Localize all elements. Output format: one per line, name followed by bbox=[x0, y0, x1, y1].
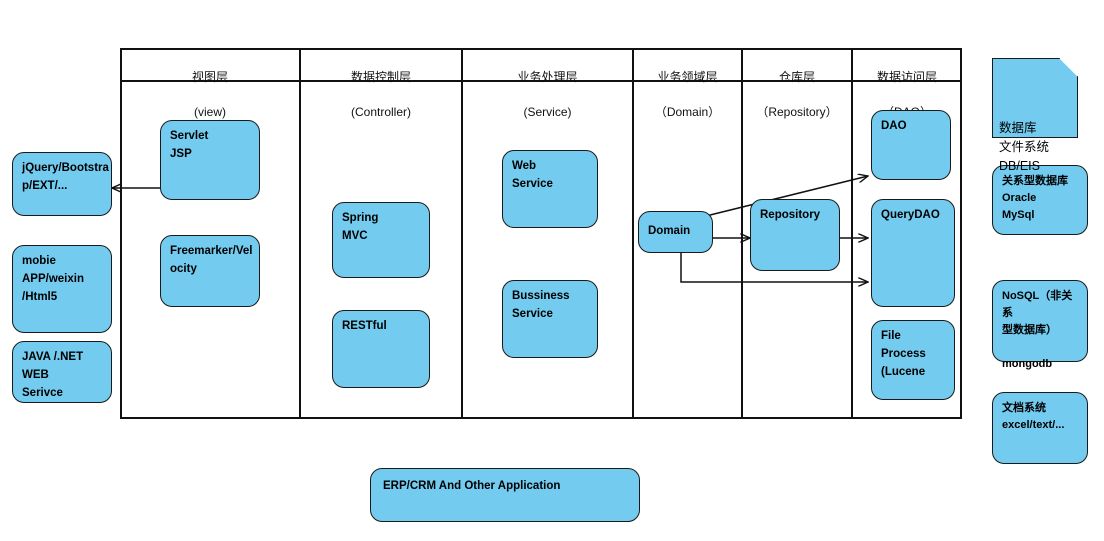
layer-header-controller-cn: 数据控制层 bbox=[350, 70, 411, 85]
node-query-dao[interactable]: QueryDAO bbox=[871, 199, 955, 307]
layer-header-service-cn: 业务处理层 bbox=[517, 70, 578, 85]
client-box-service-client[interactable]: JAVA /.NET WEB Serivce bbox=[12, 341, 112, 403]
node-file-process[interactable]: File Process (Lucene bbox=[871, 320, 955, 400]
client-box-mobile-client[interactable]: mobie APP/weixin /Html5 bbox=[12, 245, 112, 333]
grid-divider-1 bbox=[299, 48, 301, 419]
layer-header-service: 业务处理层 (Service) bbox=[463, 52, 632, 122]
node-erp-crm[interactable]: ERP/CRM And Other Application bbox=[370, 468, 640, 522]
layer-header-service-en: (Service) bbox=[523, 105, 572, 120]
layer-header-view-cn: 视图层 bbox=[191, 70, 228, 85]
layer-header-controller-en: (Controller) bbox=[350, 105, 411, 120]
layer-header-controller: 数据控制层 (Controller) bbox=[301, 52, 461, 122]
node-restful[interactable]: RESTful bbox=[332, 310, 430, 388]
node-servlet-jsp[interactable]: Servlet JSP bbox=[160, 120, 260, 200]
grid-divider-5 bbox=[851, 48, 853, 419]
note-sheet bbox=[992, 58, 1078, 138]
storage-note-database[interactable]: 数据库 文件系统 DB/EIS bbox=[992, 58, 1078, 173]
layer-header-view-en: (view) bbox=[194, 105, 226, 120]
storage-note-database-label: 数据库 文件系统 DB/EIS bbox=[999, 121, 1050, 173]
layer-header-repository: 仓库层 （Repository） bbox=[743, 52, 851, 122]
node-bussiness-service[interactable]: Bussiness Service bbox=[502, 280, 598, 358]
node-web-service[interactable]: Web Service bbox=[502, 150, 598, 228]
grid-divider-2 bbox=[461, 48, 463, 419]
client-box-web-client[interactable]: jQuery/Bootstra p/EXT/... bbox=[12, 152, 112, 216]
grid-divider-3 bbox=[632, 48, 634, 419]
layer-grid bbox=[120, 48, 962, 419]
node-spring-mvc[interactable]: Spring MVC bbox=[332, 202, 430, 278]
storage-box-nosql[interactable]: NoSQL（非关系 型数据库） mongodb bbox=[992, 280, 1088, 370]
layer-header-dao-cn: 数据访问层 bbox=[876, 70, 937, 85]
storage-box-docstore[interactable]: 文档系统 excel/text/... bbox=[992, 392, 1088, 464]
node-repository[interactable]: Repository bbox=[750, 199, 840, 271]
node-dao[interactable]: DAO bbox=[871, 110, 951, 180]
layer-header-domain-cn: 业务领域层 bbox=[657, 70, 718, 85]
layer-header-domain-en: （Domain） bbox=[654, 105, 721, 120]
storage-box-rdbms[interactable]: 关系型数据库 Oracle MySql bbox=[992, 165, 1088, 235]
layer-header-repository-en: （Repository） bbox=[756, 105, 838, 120]
node-domain[interactable]: Domain bbox=[638, 211, 713, 253]
layer-header-view: 视图层 (view) bbox=[121, 52, 299, 122]
layer-header-domain: 业务领域层 （Domain） bbox=[634, 52, 741, 122]
node-freemarker-velocity[interactable]: Freemarker/Vel ocity bbox=[160, 235, 260, 307]
layer-header-repository-cn: 仓库层 bbox=[778, 70, 815, 85]
grid-header-separator bbox=[120, 80, 962, 82]
